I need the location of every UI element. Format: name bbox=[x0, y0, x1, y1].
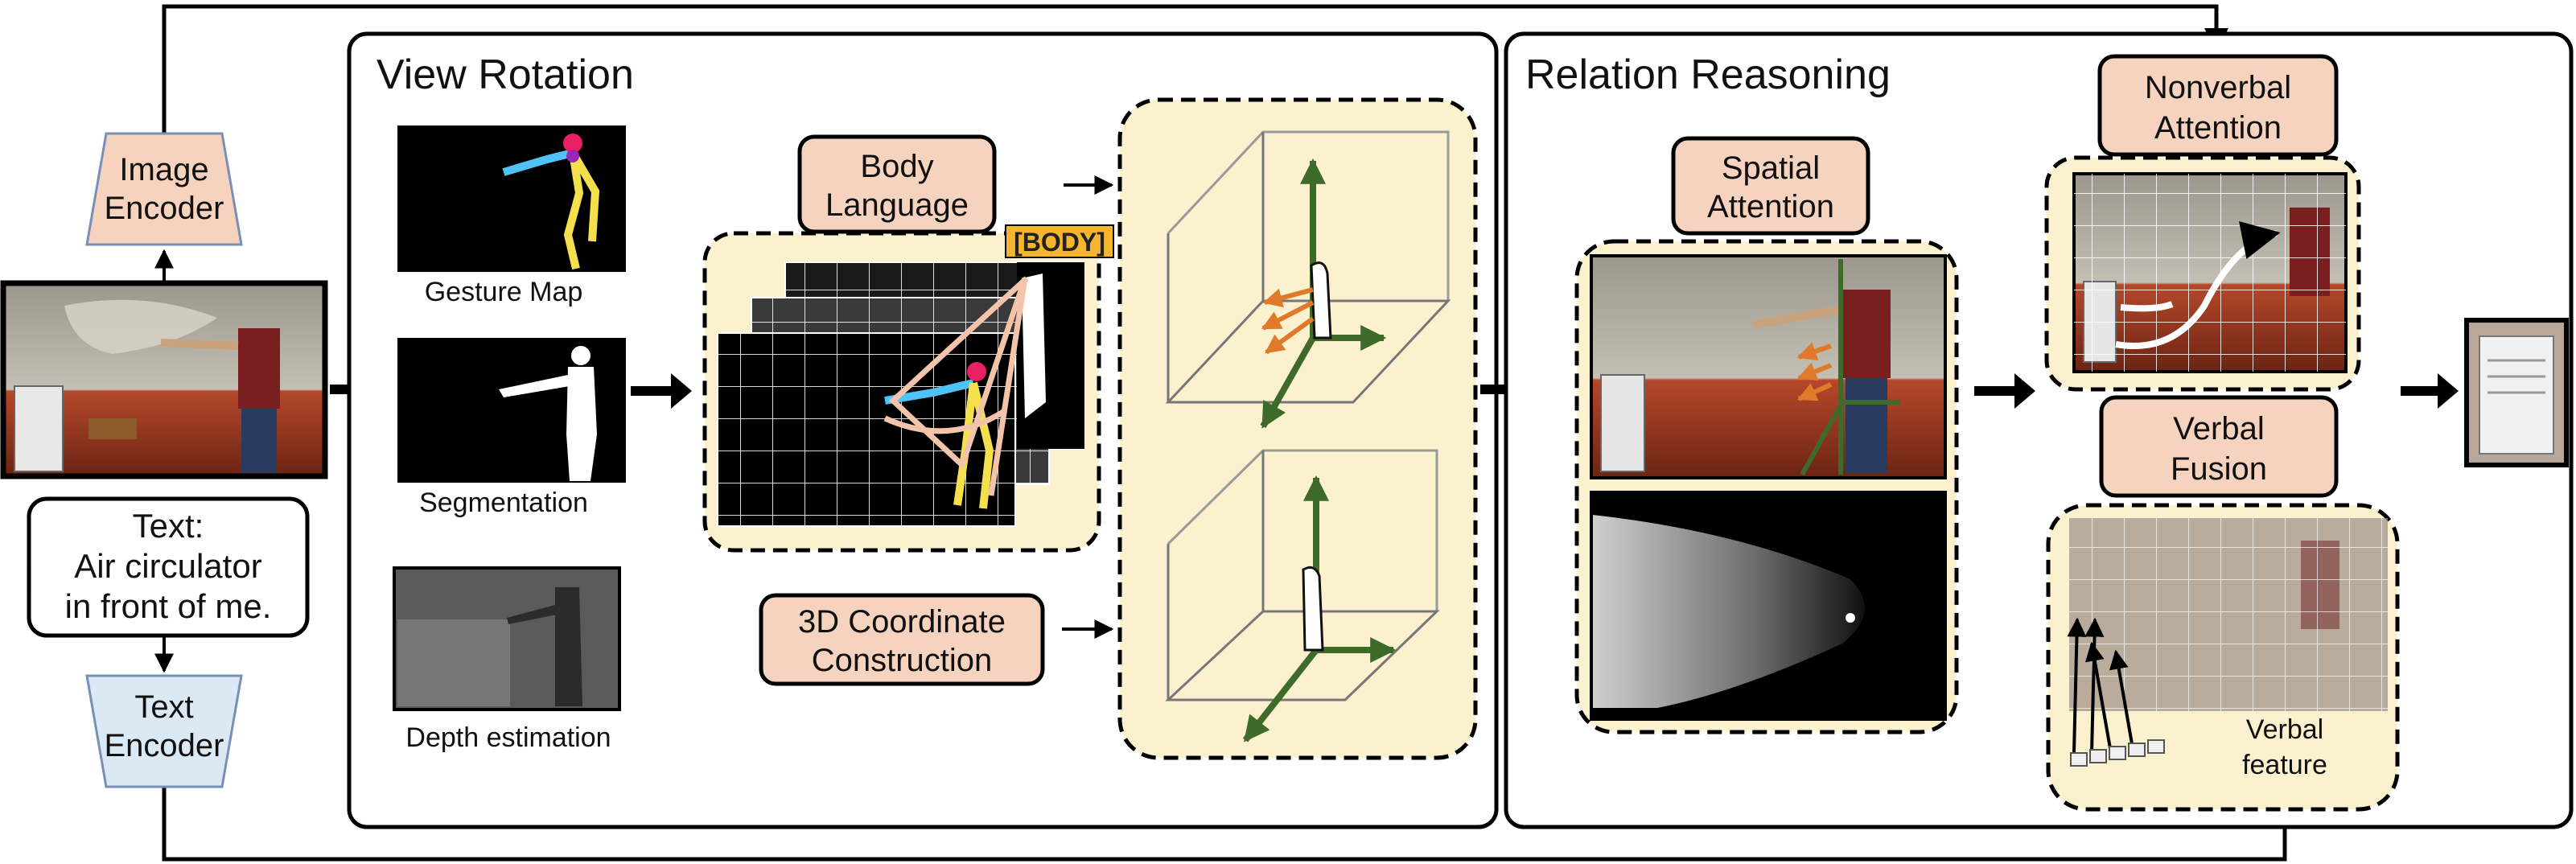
svg-text:Spatial: Spatial bbox=[1722, 150, 1820, 186]
coordinate-construction-module: 3D Coordinate Construction bbox=[759, 593, 1045, 686]
segmentation-caption: Segmentation bbox=[419, 488, 588, 518]
text-input-box: Text: Air circulator in front of me. bbox=[27, 496, 310, 638]
image-feature-connector bbox=[162, 4, 2228, 134]
gesture-map-image bbox=[397, 125, 626, 272]
svg-text:Encoder: Encoder bbox=[105, 191, 224, 226]
svg-text:Relation Reasoning: Relation Reasoning bbox=[1525, 51, 1891, 98]
svg-text:Air circulator: Air circulator bbox=[74, 547, 261, 585]
image-encoder: Image Encoder bbox=[85, 132, 243, 246]
svg-text:Fusion: Fusion bbox=[2171, 451, 2267, 487]
svg-text:Text: Text bbox=[134, 689, 193, 725]
verbal-fusion-scene bbox=[2067, 518, 2388, 754]
svg-text:Verbal: Verbal bbox=[2173, 411, 2264, 446]
flow-arrow-2 bbox=[631, 373, 692, 409]
svg-text:Attention: Attention bbox=[2154, 110, 2282, 146]
svg-text:in front of me.: in front of me. bbox=[65, 587, 272, 625]
text-encoder: Text Encoder bbox=[85, 674, 243, 788]
svg-text:[BODY]: [BODY] bbox=[1014, 228, 1105, 257]
coordinate-view-top bbox=[1165, 130, 1451, 429]
svg-text:Encoder: Encoder bbox=[105, 728, 224, 763]
svg-text:Text:: Text: bbox=[133, 507, 204, 545]
svg-text:Verbal: Verbal bbox=[2246, 714, 2323, 745]
svg-text:View Rotation: View Rotation bbox=[377, 51, 634, 98]
coordinate-views-container bbox=[1117, 97, 1478, 760]
svg-text:Construction: Construction bbox=[812, 643, 993, 678]
spatial-attention-scene bbox=[1590, 254, 1947, 479]
spatial-attention-depth bbox=[1590, 491, 1947, 721]
flow-arrow-4 bbox=[1974, 373, 2035, 409]
text-feature-connector bbox=[162, 787, 2297, 862]
coordinate-view-bottom bbox=[1165, 449, 1440, 743]
svg-text:Language: Language bbox=[825, 187, 969, 223]
verbal-fusion-module: Verbal Fusion bbox=[2099, 395, 2339, 498]
flow-arrow-5 bbox=[2401, 373, 2459, 409]
svg-text:Nonverbal: Nonverbal bbox=[2145, 70, 2291, 105]
body-language-stack bbox=[702, 231, 1101, 553]
svg-text:3D Coordinate: 3D Coordinate bbox=[798, 604, 1006, 640]
body-token-tag: [BODY] bbox=[1005, 224, 1114, 258]
svg-text:Body: Body bbox=[860, 149, 933, 184]
verbal-feature-tokens bbox=[2070, 739, 2165, 767]
depth-estimation-caption: Depth estimation bbox=[405, 722, 611, 753]
nonverbal-attention-scene bbox=[2072, 172, 2348, 373]
verbal-feature-label: Verbal feature bbox=[2242, 714, 2327, 780]
svg-text:feature: feature bbox=[2242, 750, 2327, 780]
spatial-attention-module: Spatial Attention bbox=[1671, 136, 1870, 236]
gesture-map-caption: Gesture Map bbox=[425, 277, 583, 307]
depth-estimation-image bbox=[393, 566, 621, 711]
body-language-module: Body Language bbox=[797, 134, 997, 234]
input-image bbox=[0, 280, 328, 479]
svg-text:Image: Image bbox=[119, 152, 208, 187]
segmentation-image bbox=[397, 338, 626, 483]
nonverbal-attention-module: Nonverbal Attention bbox=[2097, 54, 2339, 157]
output-crop-image bbox=[2464, 318, 2569, 467]
svg-text:Attention: Attention bbox=[1707, 189, 1834, 224]
